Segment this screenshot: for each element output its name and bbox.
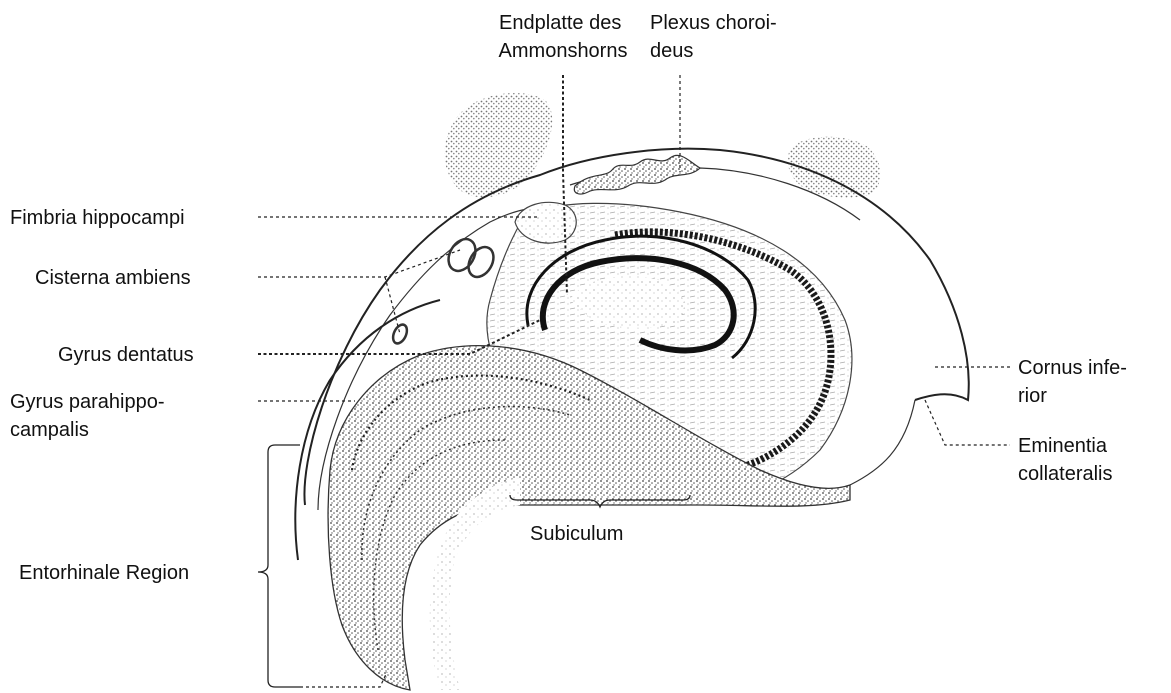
brace-entorhinale-dash: [300, 672, 387, 687]
label-fimbria: Fimbria hippocampi: [10, 207, 185, 229]
label-gyrus-parahippo: Gyrus parahippo- campalis: [10, 391, 170, 441]
cisterna-vessel-1: [443, 234, 481, 275]
cisterna-vessel-2: [463, 243, 498, 282]
label-cornus: Cornus infe- rior: [1018, 357, 1133, 407]
label-cisterna: Cisterna ambiens: [35, 267, 191, 289]
label-endplatte: Endplatte des Ammonshorns: [499, 12, 628, 62]
cisterna-vessel-3: [390, 322, 409, 345]
label-eminentia: Eminentia collateralis: [1018, 435, 1113, 485]
left-tissue-blob: [444, 93, 552, 197]
label-entorhinale: Entorhinale Region: [19, 562, 189, 584]
brace-entorhinale: [258, 445, 300, 687]
anatomy-drawing: [295, 93, 968, 690]
label-gyrus-dentatus: Gyrus dentatus: [58, 344, 194, 366]
label-plexus: Plexus choroi- deus: [650, 12, 782, 62]
plexus-choroideus-shape: [574, 155, 700, 194]
leader-eminentia: [925, 400, 1010, 445]
label-subiculum: Subiculum: [530, 523, 623, 545]
eminentia-bump: [850, 400, 915, 485]
